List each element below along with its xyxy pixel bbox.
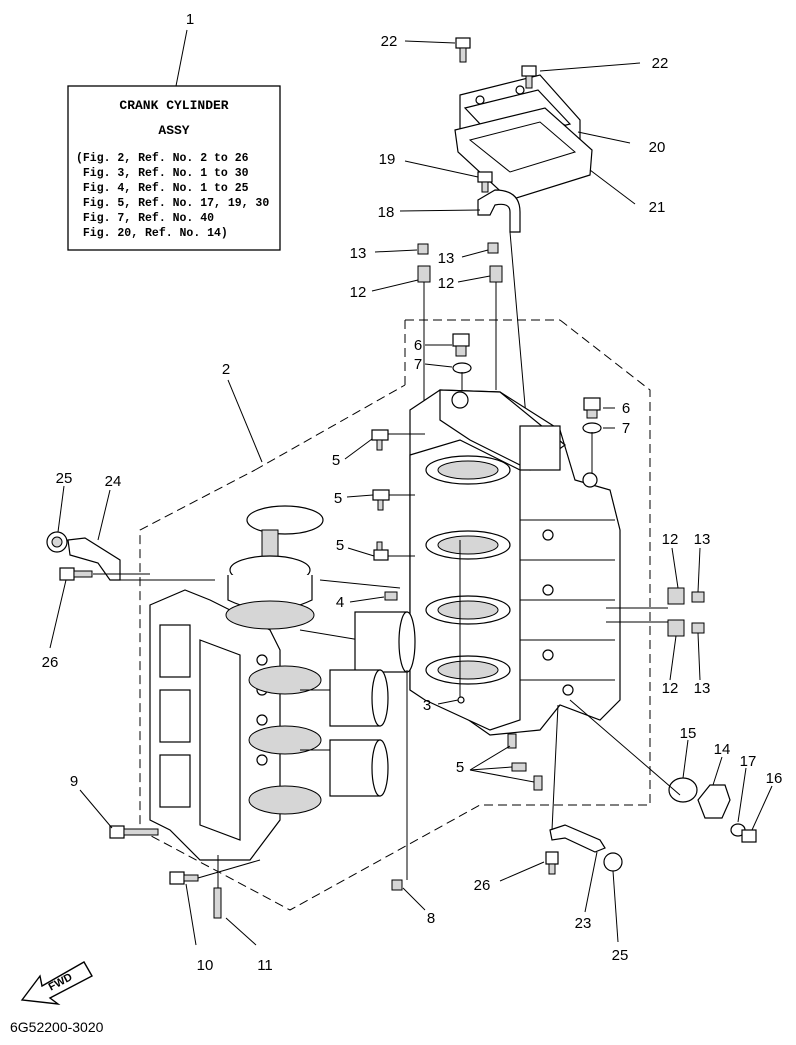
bolt-13-right-bottom bbox=[691, 622, 705, 634]
assembly-info-box: CRANK CYLINDER ASSY (Fig. 2, Ref. No. 2 … bbox=[67, 85, 281, 251]
callout-6: 6 bbox=[414, 337, 422, 354]
bracket-24 bbox=[67, 537, 121, 581]
bolt-26-left bbox=[59, 567, 93, 581]
callout-3: 3 bbox=[423, 697, 431, 714]
bolt-13-top-mid bbox=[487, 242, 499, 254]
callout-13: 13 bbox=[350, 245, 367, 262]
assembly-ref-line: Fig. 4, Ref. No. 1 to 25 bbox=[76, 182, 249, 195]
forward-arrow-icon: FWD bbox=[20, 961, 93, 1005]
callout-26: 26 bbox=[474, 877, 491, 894]
assembly-ref-line: (Fig. 2, Ref. No. 2 to 26 bbox=[76, 152, 249, 165]
assembly-ref-line: Fig. 3, Ref. No. 1 to 30 bbox=[76, 167, 249, 180]
callout-26: 26 bbox=[42, 654, 59, 671]
crankshaft bbox=[225, 505, 361, 815]
crankcase-left-half bbox=[149, 589, 281, 861]
callout-21: 21 bbox=[649, 199, 666, 216]
stud-11 bbox=[213, 887, 222, 919]
callout-18: 18 bbox=[378, 204, 395, 221]
pin-4 bbox=[384, 591, 398, 601]
callout-12: 12 bbox=[438, 275, 455, 292]
callout-8: 8 bbox=[427, 910, 435, 927]
callout-20: 20 bbox=[649, 139, 666, 156]
washer-7-right bbox=[582, 422, 602, 434]
callout-6: 6 bbox=[622, 400, 630, 417]
callout-16: 16 bbox=[766, 770, 783, 787]
cylinder-block bbox=[409, 389, 621, 736]
callout-11: 11 bbox=[257, 957, 273, 974]
seal-25-right bbox=[603, 852, 623, 872]
bolt-22-right bbox=[521, 65, 537, 89]
callout-12: 12 bbox=[350, 284, 367, 301]
callout-5: 5 bbox=[332, 452, 340, 469]
callout-12: 12 bbox=[662, 680, 679, 697]
assembly-outline-inner bbox=[254, 384, 406, 471]
callout-13: 13 bbox=[694, 680, 711, 697]
callout-4: 4 bbox=[336, 594, 344, 611]
plug-6-right bbox=[583, 397, 601, 419]
cover-14 bbox=[697, 784, 731, 819]
fitting-5-b bbox=[372, 489, 390, 511]
bolt-13-top-left bbox=[417, 243, 429, 255]
callout-1: 1 bbox=[186, 11, 194, 28]
callout-14: 14 bbox=[714, 741, 731, 758]
assembly-title-line1: CRANK CYLINDER bbox=[119, 98, 228, 113]
assembly-ref-line: Fig. 20, Ref. No. 14) bbox=[76, 227, 228, 240]
plug-6-center bbox=[452, 333, 470, 357]
callout-13: 13 bbox=[694, 531, 711, 548]
assembly-ref-line: Fig. 7, Ref. No. 40 bbox=[76, 212, 214, 225]
callout-19: 19 bbox=[379, 151, 396, 168]
clip-12-right-bottom bbox=[667, 619, 685, 637]
pistons bbox=[329, 611, 416, 797]
oil-seal-25-left bbox=[46, 531, 68, 553]
callout-22: 22 bbox=[652, 55, 669, 72]
callout-23: 23 bbox=[575, 915, 592, 932]
callout-7: 7 bbox=[622, 420, 630, 437]
callout-5: 5 bbox=[336, 537, 344, 554]
callout-25: 25 bbox=[612, 947, 629, 964]
bolt-10 bbox=[169, 871, 199, 885]
callout-9: 9 bbox=[70, 773, 78, 790]
assembly-title-line2: ASSY bbox=[158, 123, 189, 138]
clip-12-right-top bbox=[667, 587, 685, 605]
bolt-13-right-top bbox=[691, 591, 705, 603]
callout-7: 7 bbox=[414, 356, 422, 373]
fitting-5-a bbox=[371, 429, 389, 451]
bolt-16 bbox=[741, 829, 757, 843]
clip-12-top-mid bbox=[489, 265, 503, 283]
callout-10: 10 bbox=[197, 957, 214, 974]
bolt-26-right bbox=[545, 851, 559, 875]
callout-24: 24 bbox=[105, 473, 122, 490]
callout-25: 25 bbox=[56, 470, 73, 487]
bolt-9 bbox=[109, 825, 159, 839]
callout-13: 13 bbox=[438, 250, 455, 267]
callout-15: 15 bbox=[680, 725, 697, 742]
callout-2: 2 bbox=[222, 361, 230, 378]
fitting-5-c bbox=[373, 541, 389, 561]
bolt-22-left bbox=[455, 37, 471, 63]
fitting-5-bottom bbox=[507, 733, 543, 791]
gasket-15 bbox=[668, 777, 698, 803]
callout-5: 5 bbox=[456, 759, 464, 776]
dowel-8 bbox=[391, 879, 403, 891]
callout-22: 22 bbox=[381, 33, 398, 50]
clip-12-top-left bbox=[417, 265, 431, 283]
washer-7-center bbox=[452, 362, 472, 374]
assembly-ref-line: Fig. 5, Ref. No. 17, 19, 30 bbox=[76, 197, 269, 210]
callout-12: 12 bbox=[662, 531, 679, 548]
bracket-23 bbox=[549, 824, 606, 853]
callout-17: 17 bbox=[740, 753, 757, 770]
diagram-code: 6G52200-3020 bbox=[10, 1019, 104, 1035]
hose-bracket bbox=[477, 171, 521, 233]
callout-5: 5 bbox=[334, 490, 342, 507]
